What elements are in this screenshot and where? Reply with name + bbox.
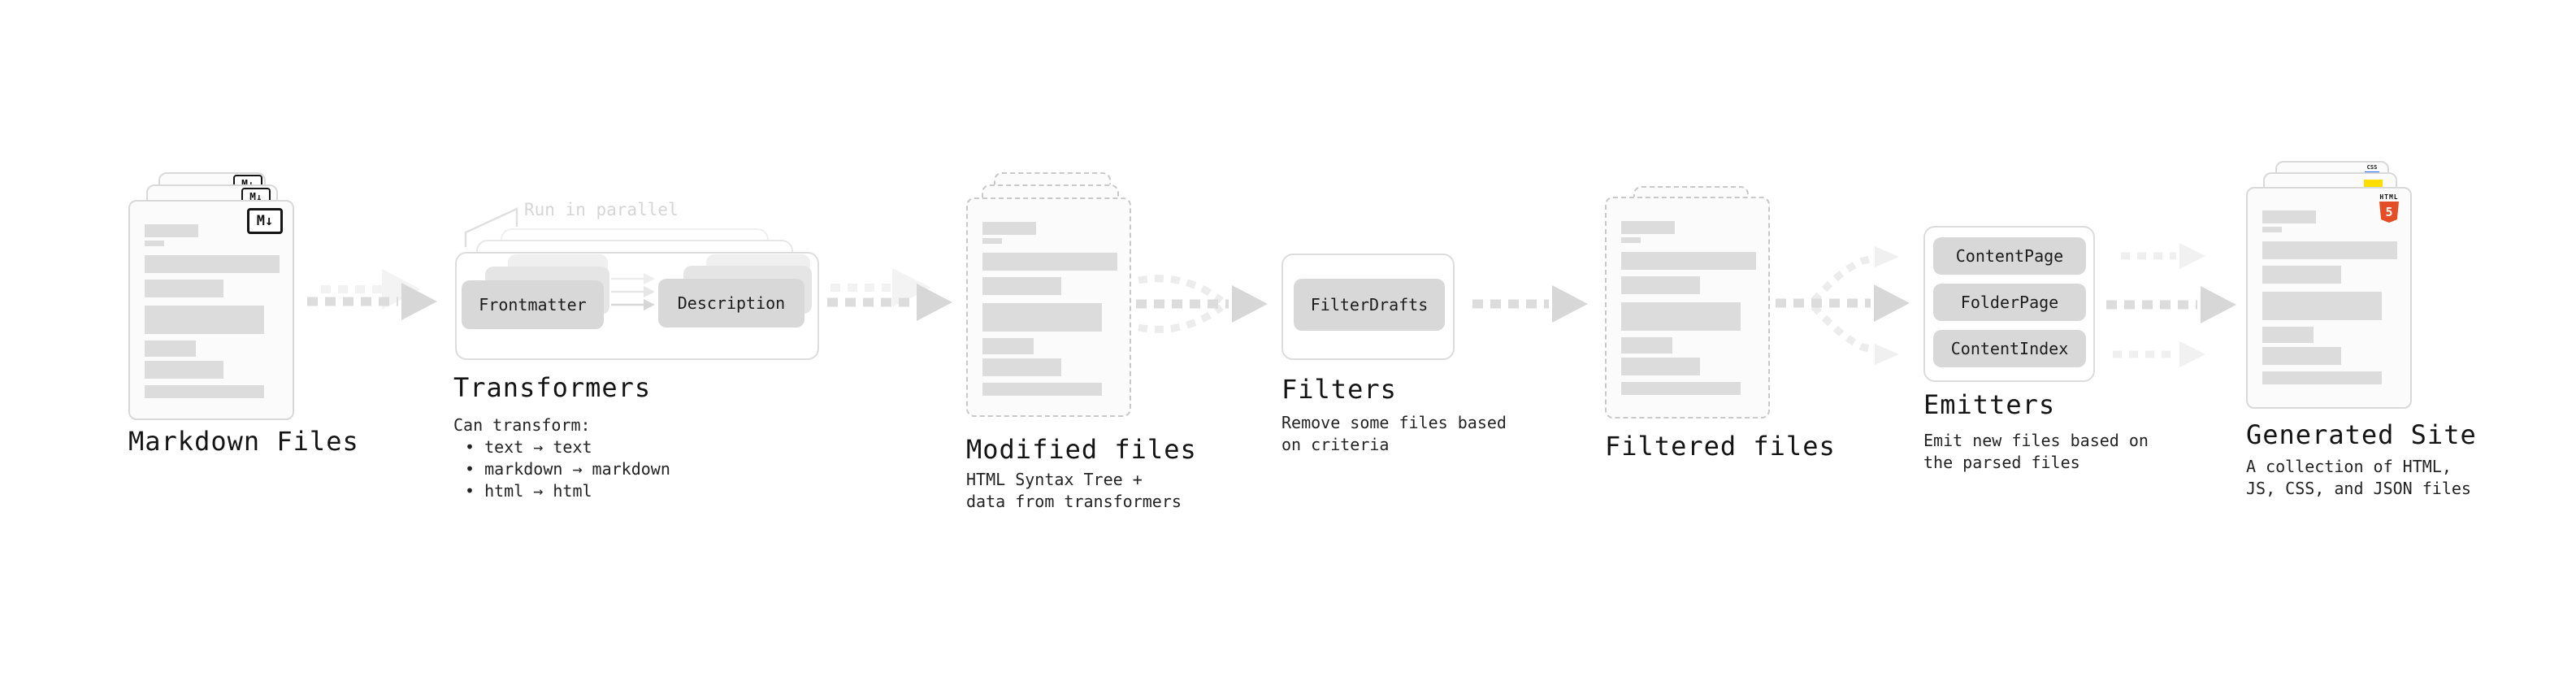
placeholder-bar (2262, 210, 2316, 223)
placeholder-bar (1621, 358, 1700, 375)
placeholder-bar (1621, 237, 1641, 243)
placeholder-bar (982, 277, 1061, 295)
generated-html-file-card: HTML 5 (2246, 187, 2412, 409)
placeholder-bar (982, 358, 1061, 376)
filters-label: Filters (1281, 374, 1397, 405)
placeholder-bar (145, 385, 264, 398)
transformers-desc-title: Can transform: (453, 415, 591, 435)
arrow-markdown-to-transformers (307, 269, 437, 320)
generated-site-description: A collection of HTML, JS, CSS, and JSON … (2246, 457, 2471, 498)
placeholder-bar (145, 340, 196, 357)
contentindex-pill: ContentIndex (1933, 330, 2086, 367)
transformers-label: Transformers (453, 372, 652, 403)
placeholder-bar (1621, 302, 1741, 331)
transformers-bullet: • text → text (465, 437, 592, 457)
emitters-pill-stack: ContentPage FolderPage ContentIndex (1933, 237, 2086, 367)
placeholder-bar (2262, 266, 2341, 284)
run-in-parallel-note: Run in parallel (524, 200, 679, 219)
transformers-bullet: • html → html (465, 481, 592, 501)
placeholder-bar (982, 303, 1102, 332)
placeholder-bar (1621, 221, 1675, 234)
placeholder-bar (982, 222, 1036, 235)
emitters-description: Emit new files based on the parsed files (1923, 431, 2149, 472)
placeholder-bar (2262, 227, 2282, 232)
placeholder-bar (2262, 371, 2382, 384)
placeholder-bar (2262, 241, 2397, 259)
generated-site-label: Generated Site (2246, 419, 2477, 450)
markdown-files-label: Markdown Files (128, 426, 359, 457)
modified-file-card (966, 197, 1131, 417)
placeholder-bar (145, 255, 280, 273)
emitters-label: Emitters (1923, 389, 2056, 420)
file-content-placeholder (2262, 210, 2400, 384)
placeholder-bar (145, 361, 223, 379)
filtered-files-label: Filtered files (1605, 431, 1836, 462)
arrow-filters-to-filtered (1472, 285, 1588, 323)
modified-files-label: Modified files (966, 434, 1197, 465)
placeholder-bar (145, 306, 264, 334)
placeholder-bar (1621, 337, 1672, 354)
folderpage-pill: FolderPage (1933, 284, 2086, 321)
file-content-placeholder (1621, 221, 1759, 395)
placeholder-bar (145, 224, 198, 237)
placeholder-bar (1621, 382, 1741, 395)
arrow-emitters-to-generated (2106, 243, 2236, 367)
js-icon (2364, 180, 2383, 189)
filters-description: Remove some files based on criteria (1281, 413, 1507, 454)
modified-files-description: HTML Syntax Tree + data from transformer… (966, 470, 1182, 511)
placeholder-bar (982, 253, 1117, 271)
placeholder-bar (2262, 292, 2382, 320)
placeholder-bar (982, 238, 1002, 244)
placeholder-bar (1621, 276, 1700, 294)
file-content-placeholder (982, 222, 1121, 396)
markdown-file-card: M↓ (128, 200, 294, 420)
placeholder-bar (2262, 327, 2314, 343)
arrow-modified-to-filters (1136, 275, 1268, 333)
contentpage-pill: ContentPage (1933, 237, 2086, 275)
frontmatter-pill: Frontmatter (462, 280, 604, 329)
description-pill: Description (658, 279, 804, 327)
arrow-transformers-to-modified (827, 268, 952, 321)
placeholder-bar (145, 280, 223, 297)
placeholder-bar (2262, 347, 2341, 365)
transformers-description: Can transform: • text → text • markdown … (453, 414, 670, 502)
placeholder-bar (1621, 252, 1756, 270)
filtered-file-card (1605, 197, 1770, 419)
filterdrafts-pill: FilterDrafts (1294, 279, 1445, 331)
file-content-placeholder (145, 224, 283, 398)
arrow-filtered-to-emitters (1776, 246, 1910, 365)
transformers-bullet: • markdown → markdown (465, 459, 670, 479)
placeholder-bar (982, 338, 1034, 354)
placeholder-bar (982, 383, 1102, 396)
markdown-icon: M↓ (247, 208, 283, 234)
html5-icon: HTML 5 (2378, 193, 2400, 223)
placeholder-bar (145, 241, 164, 246)
